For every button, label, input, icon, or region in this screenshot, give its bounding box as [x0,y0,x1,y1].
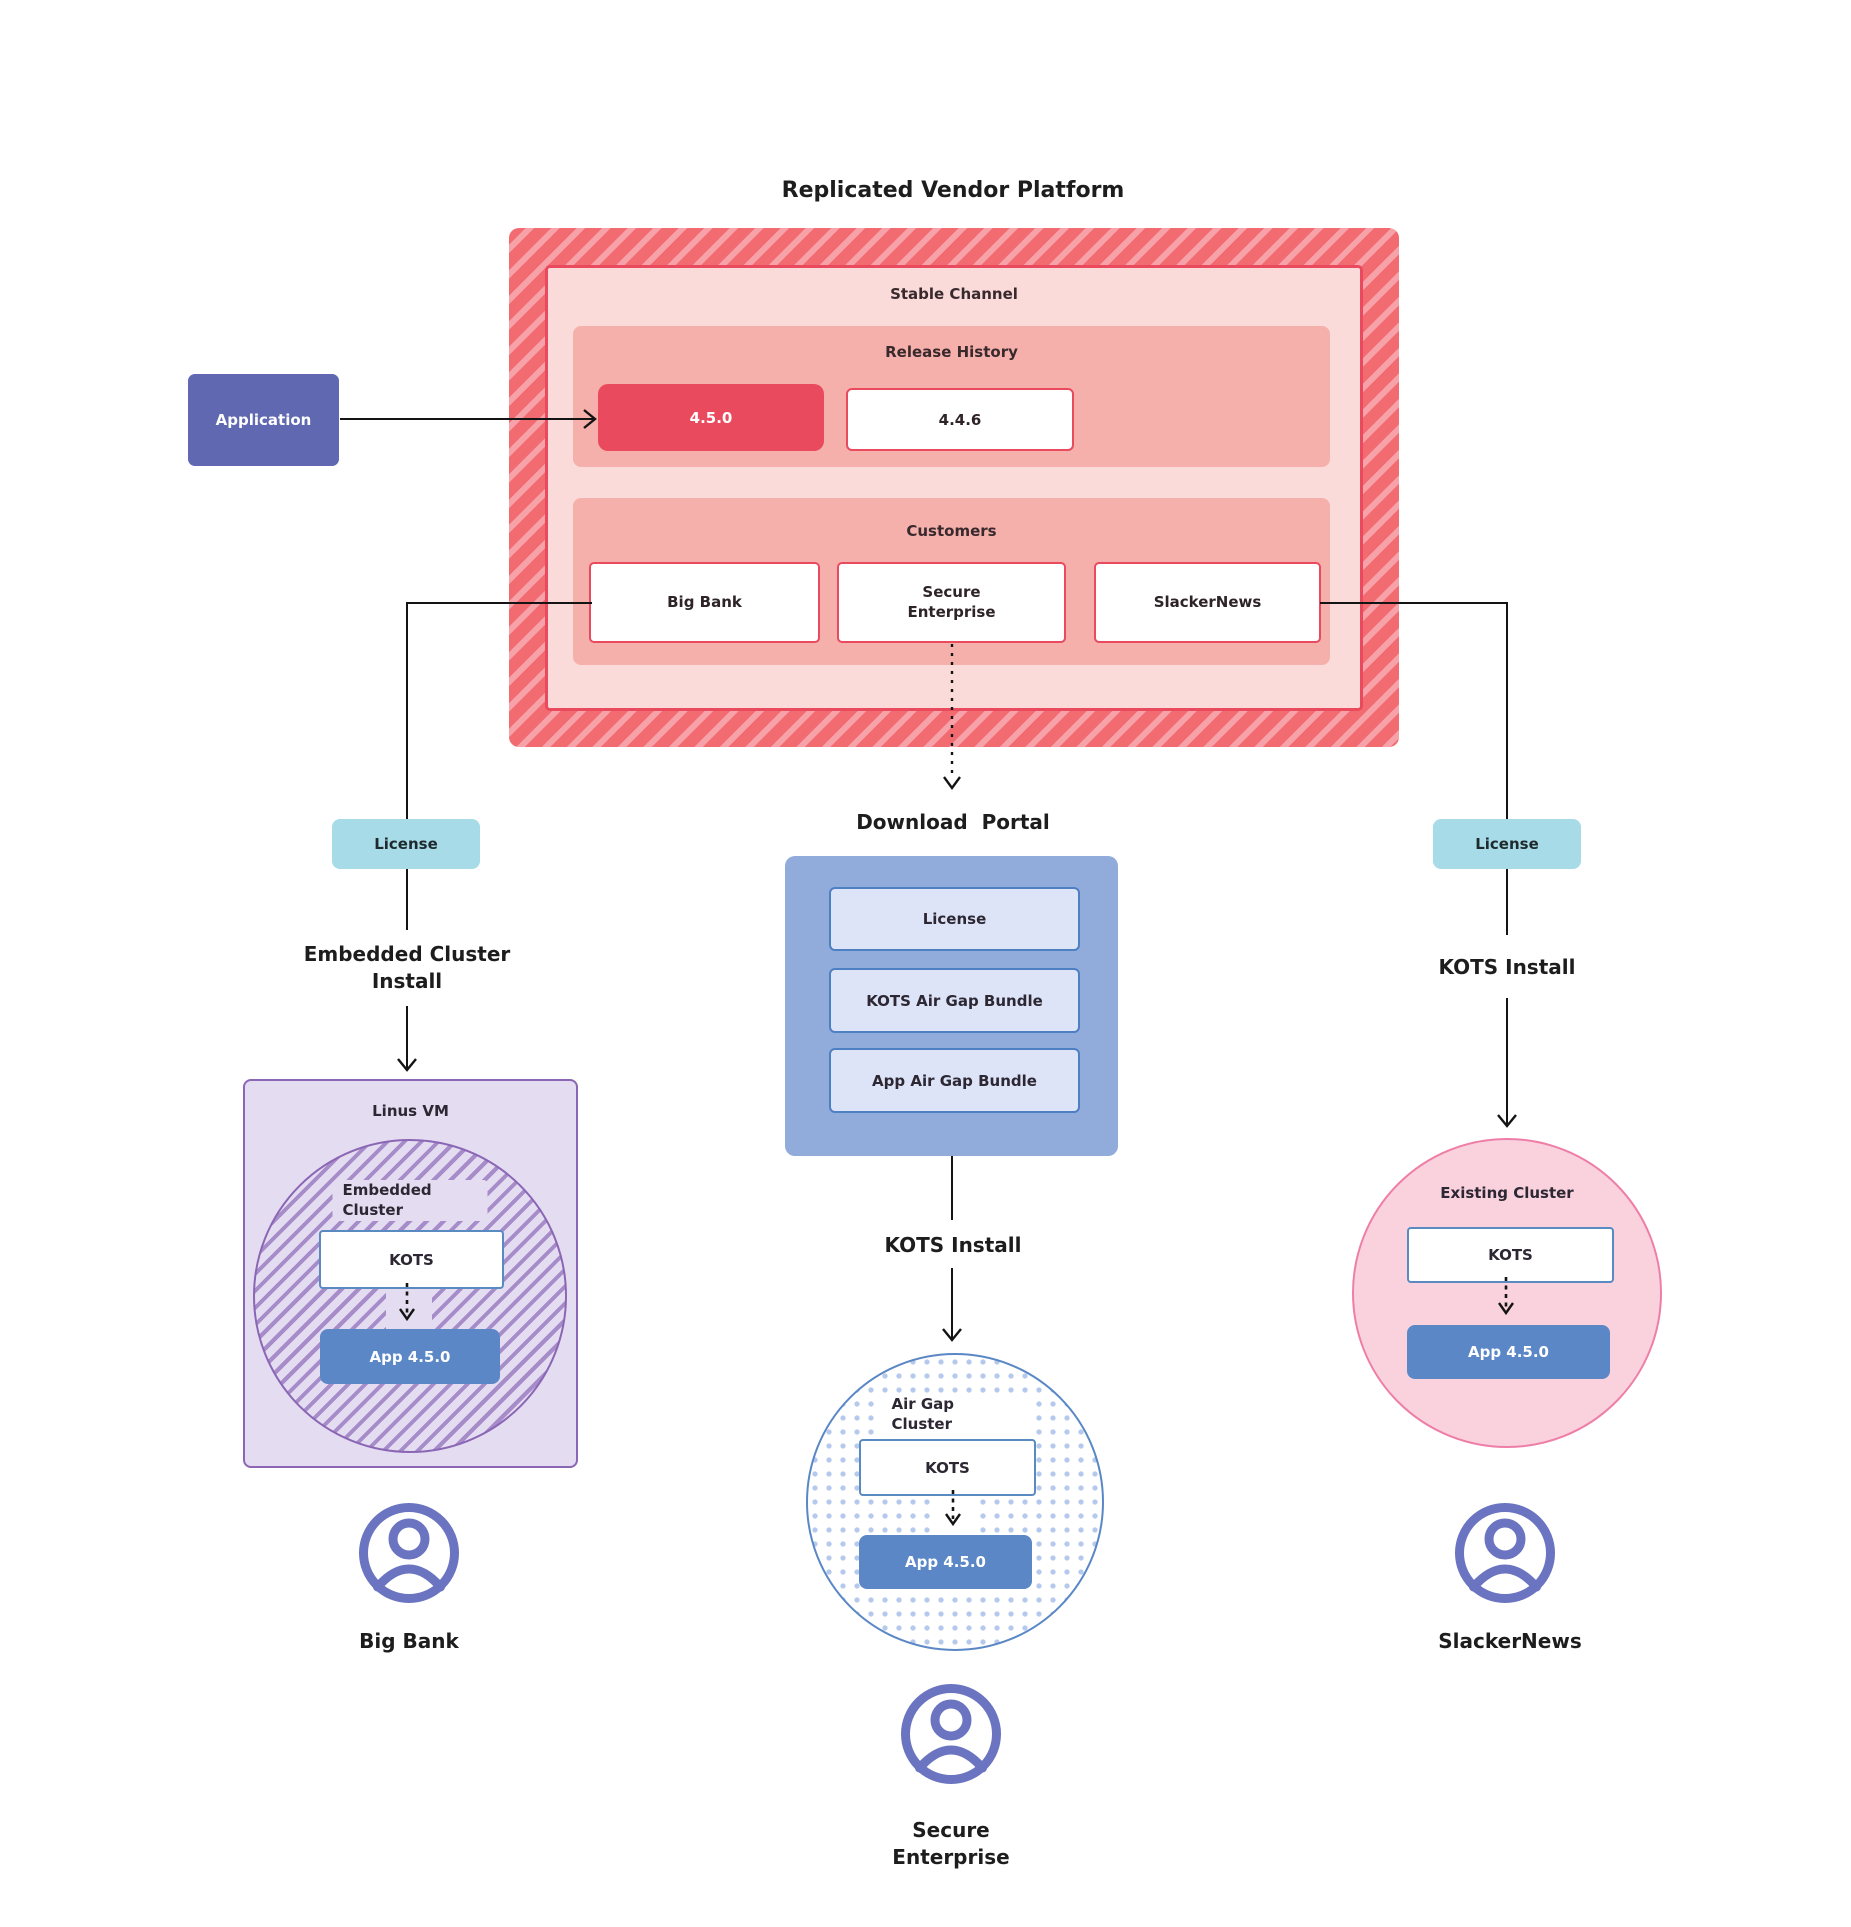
download-portal-container: License KOTS Air Gap Bundle App Air Gap … [785,856,1118,1156]
kots-label: KOTS [1488,1246,1533,1264]
embedded-cluster-install-label: Embedded Cluster Install [303,942,511,993]
customer-box-slackernews: SlackerNews [1094,562,1321,643]
diagram-title: Replicated Vendor Platform [781,178,1125,203]
release-box-current: 4.5.0 [598,384,824,451]
arrow-backdrop [931,1489,979,1537]
person-label-secure-enterprise: Secure Enterprise [892,1818,1010,1869]
person-icon [901,1684,1001,1784]
linus-vm-label: Linus VM [372,1102,449,1120]
customer-name: Secure Enterprise [907,583,996,621]
existing-cluster-label: Existing Cluster [1440,1184,1574,1202]
application-node: Application [188,374,339,466]
release-box-previous: 4.4.6 [846,388,1074,451]
app-label: App 4.5.0 [1467,1343,1549,1361]
customer-box-secure-enterprise: Secure Enterprise [837,562,1066,643]
arrowhead [1497,1114,1517,1128]
license-box-big-bank: License [332,819,480,869]
person-label-slackernews: SlackerNews [1438,1629,1582,1653]
arrowhead [397,1058,417,1072]
kots-label: KOTS [925,1458,970,1477]
release-version-label: 4.5.0 [689,408,733,427]
release-version-label: 4.4.6 [938,410,982,429]
license-label: License [374,835,438,853]
existing-cluster-circle: Existing Cluster KOTS App 4.5.0 [1352,1138,1662,1448]
customers-container: Customers Big Bank Secure Enterprise Sla… [573,498,1330,665]
kots-box-slackernews: KOTS [1407,1227,1614,1283]
portal-item-kots-bundle: KOTS Air Gap Bundle [829,968,1080,1033]
kots-box-secure: KOTS [859,1439,1036,1496]
kots-box-big-bank: KOTS [319,1230,504,1289]
portal-item-label: KOTS Air Gap Bundle [866,991,1043,1010]
app-label: App 4.5.0 [904,1553,986,1571]
app-box-slackernews: App 4.5.0 [1407,1325,1610,1379]
app-box-big-bank: App 4.5.0 [320,1329,500,1384]
customers-label: Customers [906,522,997,540]
app-label: App 4.5.0 [369,1347,451,1366]
portal-item-label: License [922,910,987,928]
arrowhead [943,776,961,791]
stable-channel-container: Stable Channel Release History 4.5.0 4.4… [545,265,1363,711]
release-history-container: Release History 4.5.0 4.4.6 [573,326,1330,467]
kots-install-label-secure: KOTS Install [884,1233,1022,1257]
kots-install-label-slackernews: KOTS Install [1438,955,1576,979]
person-icon [359,1503,459,1603]
embedded-cluster-label: Embedded Cluster [332,1180,488,1221]
customer-name: SlackerNews [1153,592,1262,611]
app-box-secure: App 4.5.0 [859,1535,1032,1589]
linus-vm-container: Linus VM Embedded Cluster KOTS App 4.5.0 [243,1079,578,1468]
release-history-label: Release History [885,343,1018,361]
person-icon [1455,1503,1555,1603]
air-gap-cluster-circle: Air Gap Cluster KOTS App 4.5.0 [806,1353,1104,1651]
air-gap-cluster-label: Air Gap Cluster [881,1394,1029,1435]
portal-item-label: App Air Gap Bundle [872,1071,1037,1090]
embedded-cluster-circle: Embedded Cluster KOTS App 4.5.0 [253,1139,567,1453]
stable-channel-label: Stable Channel [890,285,1018,303]
customer-name: Big Bank [667,592,742,611]
customer-box-big-bank: Big Bank [589,562,820,643]
kots-label: KOTS [389,1250,434,1269]
portal-item-license: License [829,887,1080,951]
license-label: License [1475,835,1539,853]
license-box-slackernews: License [1433,819,1581,869]
arrow-backdrop [386,1285,432,1331]
download-portal-label: Download Portal [856,810,1050,834]
arrowhead [942,1328,962,1342]
application-label: Application [215,411,312,429]
vendor-platform-container: Stable Channel Release History 4.5.0 4.4… [509,228,1399,747]
person-label-big-bank: Big Bank [359,1629,459,1653]
portal-item-app-bundle: App Air Gap Bundle [829,1048,1080,1113]
